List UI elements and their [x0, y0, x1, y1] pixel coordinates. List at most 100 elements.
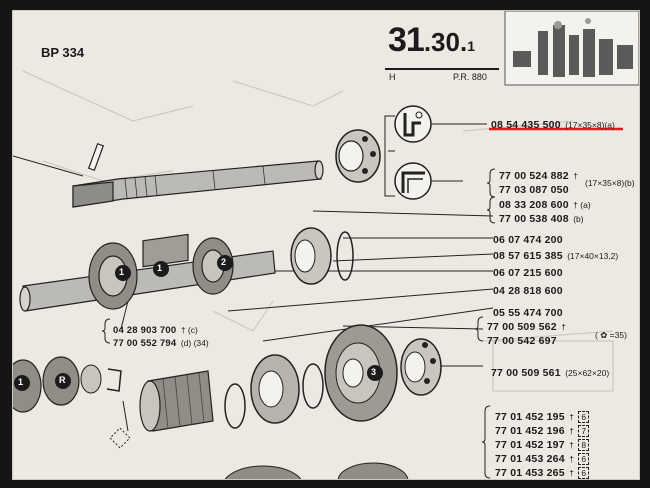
- part-code: 06 07 474 200: [493, 234, 563, 246]
- part-note: (d) (34): [180, 338, 209, 348]
- parts-row: 08 57 615 385 (17×40×13,2): [493, 246, 618, 264]
- parts-row: 77 00 538 408 (b): [499, 209, 584, 227]
- bearing-lower: [400, 338, 442, 396]
- parts-row: 06 07 215 600: [493, 263, 563, 281]
- part-note: (17×35×8)(a): [565, 120, 615, 130]
- part-code: 08 54 435 500: [491, 119, 561, 131]
- callout-4-bg: [14, 375, 30, 391]
- seal-detail-a: [394, 105, 432, 143]
- part-ref: 6: [578, 467, 590, 479]
- callout-6-bg: [367, 365, 383, 381]
- part-code: 04 28 903 700: [113, 325, 177, 336]
- part-77-03-087-050: 77 03 087 050: [499, 180, 569, 198]
- parts-row: 77 00 552 794 (d) (34): [113, 333, 209, 351]
- callout-label: 2: [221, 257, 227, 267]
- part-note: (25×62×20): [565, 368, 610, 378]
- part-code: 77 01 453 264: [495, 453, 565, 465]
- callout-label: 3: [371, 367, 377, 377]
- part-code: 77 00 538 408: [499, 213, 569, 225]
- synchro-hub: [250, 354, 300, 424]
- callout-label: R: [59, 375, 66, 385]
- parts-row: 77 01 452 197 † 8: [495, 435, 590, 453]
- part-code: 08 57 615 385: [493, 250, 563, 262]
- part-mark: †: [569, 426, 574, 436]
- part-code: 77 00 509 561: [491, 367, 561, 379]
- part-08-54-435-500: 08 54 435 500 (17×35×8)(a): [491, 115, 615, 133]
- part-note: †: [561, 322, 566, 332]
- header-pr: P.R. 880: [453, 72, 487, 82]
- part-77-00-524-882: 77 00 524 882 †: [499, 166, 578, 184]
- callout-label: 1: [18, 377, 24, 387]
- part-code: 77 00 542 697: [487, 335, 557, 347]
- brace-e: [101, 318, 111, 344]
- callout-5-bg: [55, 373, 71, 389]
- needle-bearing: [290, 227, 332, 285]
- part-ref: 8: [578, 439, 590, 451]
- part-code: 77 01 453 265: [495, 467, 565, 479]
- washer: [336, 231, 354, 281]
- part-code: 77 03 087 050: [499, 184, 569, 196]
- part-code: 77 01 452 195: [495, 411, 565, 423]
- brace-c: [486, 196, 496, 224]
- gearbox-thumbnail: [504, 11, 639, 86]
- section-number: 31.30.1: [388, 21, 475, 60]
- dashed-marker: [109, 427, 131, 449]
- part-ref: 6: [578, 411, 590, 423]
- parts-row: 77 00 509 562 †: [487, 317, 566, 335]
- part-note: (17×35×8)(b): [585, 178, 635, 188]
- part-mark: †: [569, 454, 574, 464]
- brace-d: [474, 316, 484, 342]
- part-ref: 6: [578, 453, 590, 465]
- parts-row: 04 28 818 600: [493, 281, 563, 299]
- part-mark: †: [569, 412, 574, 422]
- part-mark: †: [569, 468, 574, 478]
- brace-f: [481, 405, 491, 479]
- part-note-b: (17×35×8)(b): [585, 173, 635, 191]
- header-rule: [385, 68, 499, 70]
- part-note: † (c): [180, 325, 198, 335]
- section-major: 31: [388, 21, 425, 59]
- parts-row: 77 00 542 697: [487, 331, 557, 349]
- part-note: † (a): [573, 200, 591, 210]
- callout-3-bg: [217, 255, 233, 271]
- callout-1-bg: [115, 265, 131, 281]
- part-note: (b): [573, 214, 584, 224]
- parts-row: 06 07 474 200: [493, 230, 563, 248]
- callout-label: 1: [119, 267, 125, 277]
- upper-shaft: [72, 160, 324, 208]
- part-note: ( ✿ =35): [595, 330, 627, 340]
- part-code: 08 33 208 600: [499, 199, 569, 211]
- part-code: 05 55 474 700: [493, 307, 563, 319]
- part-code: 77 00 552 794: [113, 338, 177, 349]
- circlip: [224, 383, 246, 429]
- parts-illustration: [13, 11, 639, 479]
- part-mark: †: [573, 171, 578, 181]
- parts-row: 77 01 453 264 † 6: [495, 449, 590, 467]
- section-sub: 1: [467, 38, 475, 54]
- snap-ring: [302, 363, 324, 409]
- part-mark: †: [569, 440, 574, 450]
- catalog-page: BP 334 31.30.1 H P.R. 880 08 54 435 500 …: [12, 10, 640, 480]
- seal-detail-b: [394, 162, 432, 200]
- callout-label: 1: [157, 263, 163, 273]
- part-note: (17×40×13,2): [567, 251, 619, 261]
- gear-1: [88, 242, 138, 310]
- large-gear: [324, 324, 398, 422]
- part-code: 04 28 818 600: [493, 285, 563, 297]
- middle-shaft: [19, 233, 276, 312]
- brace-b: [486, 168, 496, 198]
- bearing-top: [335, 129, 381, 183]
- model-code: BP 334: [41, 45, 85, 60]
- part-code: 77 01 452 196: [495, 425, 565, 437]
- parts-row: 77 01 452 195 † 6: [495, 407, 590, 425]
- parts-row: 77 00 509 561 (25×62×20): [491, 363, 609, 381]
- part-code: 77 01 452 197: [495, 439, 565, 451]
- part-code: 77 00 524 882: [499, 170, 569, 182]
- parts-row: 77 01 452 196 † 7: [495, 421, 590, 439]
- parts-row: 77 01 453 265 † 6: [495, 463, 590, 479]
- parts-row: 08 33 208 600 † (a): [499, 195, 591, 213]
- section-minor: .30.: [423, 27, 468, 57]
- pin: [87, 142, 105, 172]
- part-code: 77 00 509 562: [487, 321, 557, 333]
- gear-teeth-note: ( ✿ =35): [595, 325, 627, 343]
